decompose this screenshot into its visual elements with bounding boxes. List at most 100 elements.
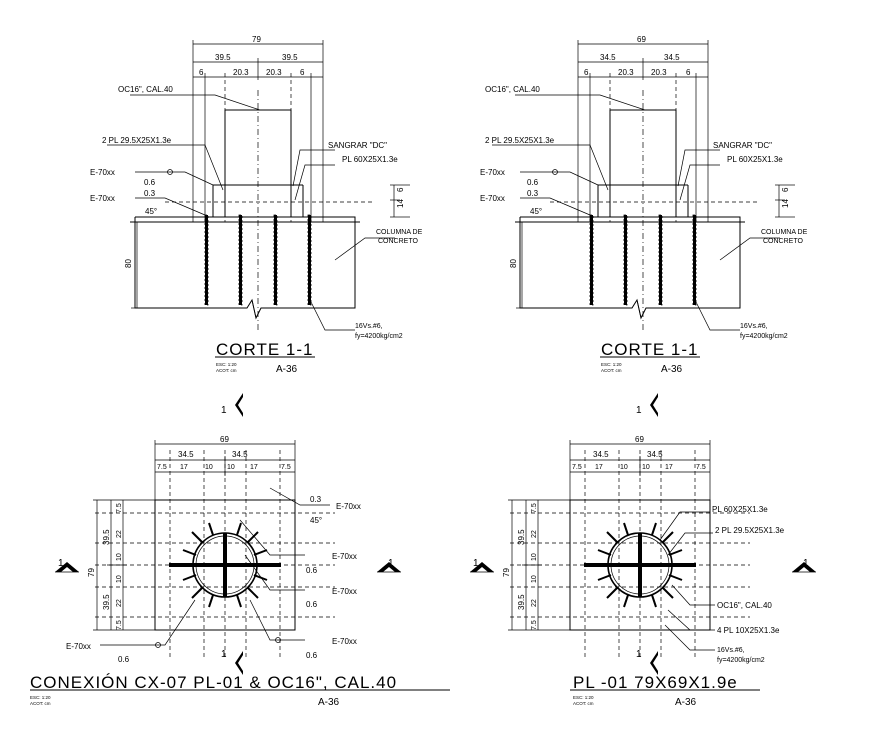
- dim-c: 20.3: [651, 68, 667, 77]
- sheet-ref: A-36: [318, 697, 340, 708]
- rebar-label: 16Vs.#6,: [717, 647, 745, 654]
- view-title: CORTE 1-1: [216, 340, 314, 359]
- weld-code: E-70xx: [90, 168, 115, 177]
- dim-seg: 7.5: [157, 464, 167, 471]
- dim-seg: 22: [116, 599, 123, 607]
- plates-label: 2 PL 29.5X25X1.3e: [102, 136, 172, 145]
- dim-seg: 7.5: [696, 464, 706, 471]
- dim-total: 79: [252, 35, 261, 44]
- scale-note: ESC: 1:20: [30, 695, 51, 700]
- rebar-label: 16Vs.#6,: [355, 323, 383, 330]
- rebar-label: 16Vs.#6,: [740, 323, 768, 330]
- rebar-label: fy=4200kg/cm2: [717, 657, 765, 664]
- units-note: ACOT: cm: [573, 701, 594, 706]
- cut-mark-label: 1: [636, 649, 642, 660]
- dim-seg: 7.5: [572, 464, 582, 471]
- units-note: ACOT: cm: [216, 368, 237, 373]
- weld-size: 0.6: [527, 178, 539, 187]
- dim-half-left: 34.5: [600, 53, 616, 62]
- dim-total: 79: [87, 568, 96, 577]
- dim-c: 20.3: [266, 68, 282, 77]
- weld-code: E-70xx: [336, 502, 361, 511]
- dim-seg: 7.5: [116, 503, 123, 513]
- dim-a: 6: [584, 68, 589, 77]
- column-label: CONCRETO: [763, 238, 803, 245]
- dim-seg: 10: [531, 553, 538, 561]
- dim-height: 14: [396, 199, 405, 208]
- dim-seg: 10: [227, 464, 235, 471]
- dim-half: 39.5: [517, 594, 526, 610]
- dim-a: 6: [199, 68, 204, 77]
- dim-seg: 7.5: [531, 503, 538, 513]
- cut-mark-label: 1: [473, 558, 479, 569]
- dim-seg: 17: [250, 464, 258, 471]
- dim-half-left: 39.5: [215, 53, 231, 62]
- dim-half: 39.5: [102, 529, 111, 545]
- scale-note: ESC: 1:20: [601, 362, 622, 367]
- view-title: CONEXIÓN CX-07 PL-01 & OC16", CAL.40: [30, 673, 397, 692]
- cut-mark-label: 1: [388, 558, 394, 569]
- dim-half: 39.5: [102, 594, 111, 610]
- sheet-ref: A-36: [675, 697, 697, 708]
- dim-seg: 22: [531, 599, 538, 607]
- dim-height: 14: [781, 199, 790, 208]
- units-note: ACOT: cm: [601, 368, 622, 373]
- plates-label: 2 PL 29.5X25X1.3e: [715, 526, 785, 535]
- scale-note: ESC: 1:20: [573, 695, 594, 700]
- pipe-label: OC16", CAL.40: [485, 85, 540, 94]
- dim-half-right: 34.5: [664, 53, 680, 62]
- dim-seg: 7.5: [116, 620, 123, 630]
- dim-height: 80: [509, 259, 518, 268]
- weld-code: E-70xx: [332, 552, 357, 561]
- plate-label: PL 60X25X1.3e: [727, 155, 783, 164]
- dim-total: 69: [220, 435, 229, 444]
- units-note: ACOT: cm: [30, 701, 51, 706]
- dim-b: 20.3: [233, 68, 249, 77]
- dim-seg: 7.5: [531, 620, 538, 630]
- weld-size: 0.3: [310, 495, 322, 504]
- cut-mark-label: 1: [221, 405, 227, 416]
- dim-total: 79: [502, 568, 511, 577]
- scale-note: ESC: 1:20: [216, 362, 237, 367]
- weld-size: 0.6: [306, 651, 318, 660]
- dim-total: 69: [637, 35, 646, 44]
- weld-angle: 45°: [310, 516, 322, 525]
- dim-d: 6: [300, 68, 305, 77]
- rebar-label: fy=4200kg/cm2: [740, 333, 788, 340]
- dim-half: 34.5: [232, 450, 248, 459]
- plates-label: 2 PL 29.5X25X1.3e: [485, 136, 555, 145]
- weld-code: E-70xx: [480, 168, 505, 177]
- dim-total: 69: [635, 435, 644, 444]
- weld-code: E-70xx: [332, 587, 357, 596]
- column-label: CONCRETO: [378, 238, 418, 245]
- plate-label: PL 60X25X1.3e: [342, 155, 398, 164]
- dim-half: 34.5: [178, 450, 194, 459]
- weld-code: E-70xx: [332, 637, 357, 646]
- weld-size: 0.3: [144, 189, 156, 198]
- groove-label: SANGRAR "DC": [713, 141, 772, 150]
- dim-half: 34.5: [593, 450, 609, 459]
- dim-seg: 10: [642, 464, 650, 471]
- plan-left: [30, 392, 450, 691]
- weld-code: E-70xx: [66, 642, 91, 651]
- dim-seg: 17: [665, 464, 673, 471]
- column-label: COLUMNA DE: [761, 229, 808, 236]
- view-title: PL -01 79X69X1.9e: [573, 673, 738, 692]
- dim-b: 20.3: [618, 68, 634, 77]
- weld-angle: 45°: [145, 207, 157, 216]
- cut-mark-label: 1: [803, 558, 809, 569]
- dim-d: 6: [686, 68, 691, 77]
- weld-angle: 45°: [530, 207, 542, 216]
- dim-seg: 22: [531, 530, 538, 538]
- cut-mark-label: 1: [221, 649, 227, 660]
- dim-half: 34.5: [647, 450, 663, 459]
- view-title: CORTE 1-1: [601, 340, 699, 359]
- pipe-label: OC16", CAL.40: [717, 601, 772, 610]
- column-label: COLUMNA DE: [376, 229, 423, 236]
- weld-code: E-70xx: [480, 194, 505, 203]
- dim-half: 39.5: [517, 529, 526, 545]
- dim-seg: 10: [531, 575, 538, 583]
- dim-seg: 17: [595, 464, 603, 471]
- sheet-ref: A-36: [276, 364, 298, 375]
